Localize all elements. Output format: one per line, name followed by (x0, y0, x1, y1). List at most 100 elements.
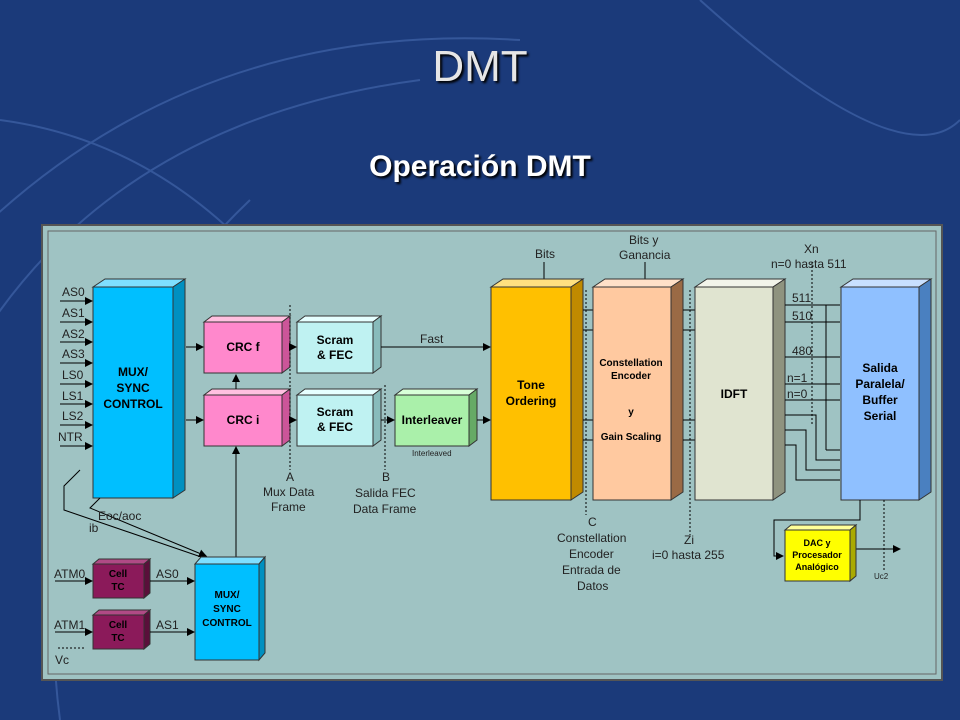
eoc-aoc-label: Eoc/aoc (98, 509, 141, 523)
svg-text:Ordering: Ordering (506, 394, 557, 408)
svg-text:TC: TC (111, 633, 124, 644)
input-labels: AS0 AS1 AS2 AS3 LS0 LS1 LS2 NTR (58, 285, 85, 444)
as1-out-label: AS1 (156, 618, 179, 632)
svg-text:DAC y: DAC y (803, 538, 830, 548)
svg-text:Buffer: Buffer (862, 393, 898, 407)
input-as1: AS1 (62, 306, 85, 320)
cell-tc-block-1: Cell TC (91, 608, 152, 651)
connection-arrows (186, 262, 649, 560)
svg-text:SYNC: SYNC (213, 604, 241, 615)
input-ls2: LS2 (62, 409, 84, 423)
crc-i-block: CRC i (202, 388, 292, 447)
svg-text:& FEC: & FEC (317, 348, 353, 362)
svg-text:IDFT: IDFT (721, 387, 748, 401)
svg-text:n=1: n=1 (787, 371, 808, 385)
svg-text:CONTROL: CONTROL (202, 618, 251, 629)
svg-text:Paralela/: Paralela/ (855, 377, 905, 391)
input-as2: AS2 (62, 327, 85, 341)
svg-text:Frame: Frame (271, 500, 306, 514)
svg-text:Constellation: Constellation (599, 358, 662, 369)
constellation-idft-links (683, 309, 695, 441)
zi-label: Zi i=0 hasta 255 (652, 533, 725, 562)
input-ls1: LS1 (62, 389, 84, 403)
svg-text:Gain Scaling: Gain Scaling (601, 432, 662, 443)
ib-label: ib (89, 521, 99, 535)
constellation-encoder-block: Constellation Encoder y Gain Scaling (591, 278, 685, 501)
svg-text:Analógico: Analógico (795, 562, 839, 572)
bits-label: Bits (535, 247, 555, 261)
svg-text:& FEC: & FEC (317, 420, 353, 434)
point-a-label: A Mux Data Frame (263, 470, 315, 514)
slide-subtitle: Operación DMT (369, 150, 591, 183)
svg-text:Entrada de: Entrada de (562, 563, 621, 577)
scram-fec-interleaved-block: Scram & FEC (295, 388, 383, 447)
svg-text:Encoder: Encoder (569, 547, 614, 561)
svg-text:y: y (628, 407, 634, 418)
svg-text:SYNC: SYNC (116, 381, 150, 395)
svg-text:511: 511 (792, 291, 811, 305)
svg-text:i=0 hasta 255: i=0 hasta 255 (652, 548, 725, 562)
input-arrows (60, 297, 93, 450)
n-labels: 511 510 480 n=1 n=0 (787, 291, 812, 401)
svg-text:Cell: Cell (109, 620, 128, 631)
svg-text:Data Frame: Data Frame (353, 502, 417, 516)
svg-text:n=0: n=0 (787, 387, 808, 401)
cell-arrows (55, 577, 195, 636)
svg-text:Interleaver: Interleaver (402, 413, 463, 427)
svg-text:Salida: Salida (862, 361, 898, 375)
svg-text:Zi: Zi (684, 533, 694, 547)
slide-title: DMT (432, 42, 528, 91)
tone-constellation-links (583, 309, 593, 441)
svg-text:Encoder: Encoder (611, 371, 651, 382)
atm0-label: ATM0 (54, 567, 85, 581)
svg-text:TC: TC (111, 582, 124, 593)
svg-text:A: A (286, 470, 294, 484)
salida-buffer-block: Salida Paralela/ Buffer Serial (839, 278, 933, 501)
svg-text:MUX/: MUX/ (215, 590, 240, 601)
idft-block: IDFT (693, 278, 787, 501)
svg-text:Scram: Scram (317, 333, 354, 347)
scram-fec-fast-block: Scram & FEC (295, 315, 383, 374)
input-as0: AS0 (62, 285, 85, 299)
uc2-label: Uc2 (874, 572, 889, 581)
svg-text:CRC f: CRC f (226, 340, 260, 354)
fast-label: Fast (420, 332, 444, 346)
input-ls0: LS0 (62, 368, 84, 382)
svg-text:Cell: Cell (109, 569, 128, 580)
svg-text:CRC i: CRC i (227, 413, 260, 427)
svg-text:Mux Data: Mux Data (263, 485, 315, 499)
svg-text:510: 510 (792, 309, 812, 323)
svg-text:B: B (382, 470, 390, 484)
atm1-label: ATM1 (54, 618, 85, 632)
bits-ganancia-label-2: Ganancia (619, 248, 671, 262)
svg-text:Tone: Tone (517, 378, 545, 392)
eoc-aoc-lines (63, 469, 211, 562)
svg-text:Datos: Datos (577, 579, 608, 593)
idft-salida-links (785, 304, 840, 481)
input-as3: AS3 (62, 347, 85, 361)
cell-tc-block-0: Cell TC (91, 557, 152, 600)
mux-sync-control-top: MUX/ SYNC CONTROL (91, 278, 187, 499)
vc-label: Vc (55, 653, 69, 667)
reference-lines (58, 262, 813, 649)
svg-text:Constellation: Constellation (557, 531, 626, 545)
input-ntr: NTR (58, 430, 83, 444)
mux-sync-control-bottom: MUX/ SYNC CONTROL (193, 555, 267, 662)
svg-text:480: 480 (792, 344, 812, 358)
bits-ganancia-label-1: Bits y (629, 233, 658, 247)
interleaver-block: Interleaver (393, 388, 479, 447)
svg-text:Salida FEC: Salida FEC (355, 486, 416, 500)
svg-text:Scram: Scram (317, 405, 354, 419)
point-c-label: C Constellation Encoder Entrada de Datos (557, 515, 626, 593)
svg-text:Procesador: Procesador (792, 550, 842, 560)
xn-label: Xn (804, 242, 819, 256)
svg-text:MUX/: MUX/ (118, 365, 149, 379)
dac-block: DAC y Procesador Analógico (783, 523, 858, 583)
salida-dac-links (773, 500, 901, 560)
svg-text:C: C (588, 515, 597, 529)
tone-ordering-block: Tone Ordering (489, 278, 585, 501)
svg-text:CONTROL: CONTROL (103, 397, 162, 411)
xn-range-label: n=0 hasta 511 (771, 257, 847, 271)
